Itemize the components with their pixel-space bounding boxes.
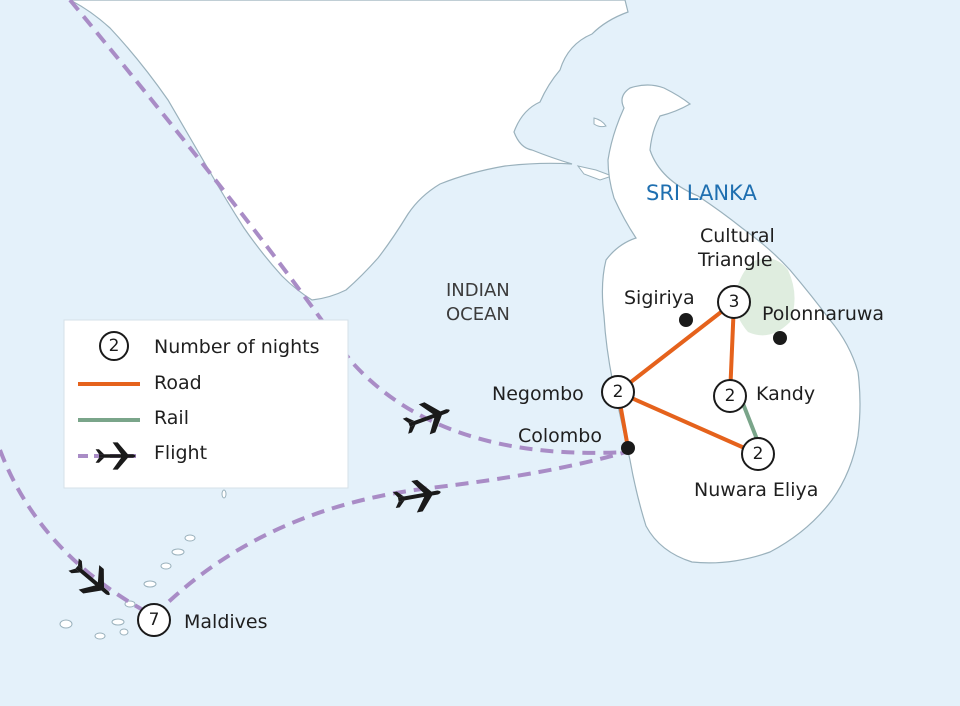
place-label-kandy: Kandy bbox=[756, 383, 815, 405]
jaffna-islet bbox=[593, 117, 607, 128]
town-dot-icon bbox=[679, 313, 693, 327]
ocean-label-line1: INDIAN bbox=[446, 280, 510, 301]
country-label: SRI LANKA bbox=[646, 181, 757, 205]
stop-kandy: 2 bbox=[713, 379, 747, 413]
place-label-sigiriya: Sigiriya bbox=[624, 287, 695, 309]
stop-maldives: 7 bbox=[137, 603, 171, 637]
ocean-label-line2: OCEAN bbox=[446, 304, 510, 325]
cultural-triangle-region bbox=[735, 258, 795, 336]
mannar-islets bbox=[576, 165, 614, 181]
town-dot-icon bbox=[773, 331, 787, 345]
legend-flight-label: Flight bbox=[154, 442, 207, 464]
nights-negombo: 2 bbox=[613, 382, 624, 402]
numbered-circle-icon bbox=[99, 331, 129, 361]
place-label-maldives: Maldives bbox=[184, 611, 268, 633]
place-label-colombo: Colombo bbox=[518, 425, 602, 447]
road-negombo-nuwara-eliya bbox=[616, 390, 760, 456]
flight-route-west-maldives bbox=[0, 449, 155, 618]
legend-item-road: Road bbox=[78, 372, 202, 394]
maldives-atolls bbox=[59, 489, 227, 640]
nights-nuwara-eliya: 2 bbox=[753, 444, 764, 464]
numbered-circle-icon bbox=[741, 437, 775, 471]
stop-negombo: 2 bbox=[601, 375, 635, 409]
numbered-circle-icon bbox=[713, 379, 747, 413]
road-negombo-cultural-triangle bbox=[616, 300, 736, 394]
place-label-cultural-triangle-line1: Cultural bbox=[700, 225, 775, 247]
legend-item-nights: 2 Number of nights bbox=[99, 331, 320, 361]
legend-item-rail: Rail bbox=[78, 407, 189, 429]
town-dot-icon bbox=[621, 441, 635, 455]
legend-nights-label: Number of nights bbox=[154, 336, 320, 358]
stop-nuwara-eliya: 2 bbox=[741, 437, 775, 471]
place-label-cultural-triangle-line2: Triangle bbox=[697, 249, 773, 271]
nights-kandy: 2 bbox=[725, 386, 736, 406]
place-label-nuwara-eliya: Nuwara Eliya bbox=[694, 479, 818, 501]
legend-road-label: Road bbox=[154, 372, 202, 394]
legend: 2 Number of nights Road Rail Flight bbox=[63, 319, 349, 489]
stop-cultural-triangle: 3 bbox=[717, 285, 751, 319]
legend-item-flight: Flight bbox=[78, 442, 207, 470]
india-landmass bbox=[69, 0, 629, 301]
numbered-circle-icon bbox=[601, 375, 635, 409]
numbered-circle-icon bbox=[717, 285, 751, 319]
place-label-negombo: Negombo bbox=[492, 383, 584, 405]
nights-cultural-triangle: 3 bbox=[729, 292, 740, 312]
legend-nights-sample: 2 bbox=[109, 336, 120, 356]
numbered-circle-icon bbox=[137, 603, 171, 637]
legend-rail-label: Rail bbox=[154, 407, 189, 429]
place-label-polonnaruwa: Polonnaruwa bbox=[762, 303, 884, 325]
nights-maldives: 7 bbox=[149, 610, 160, 630]
